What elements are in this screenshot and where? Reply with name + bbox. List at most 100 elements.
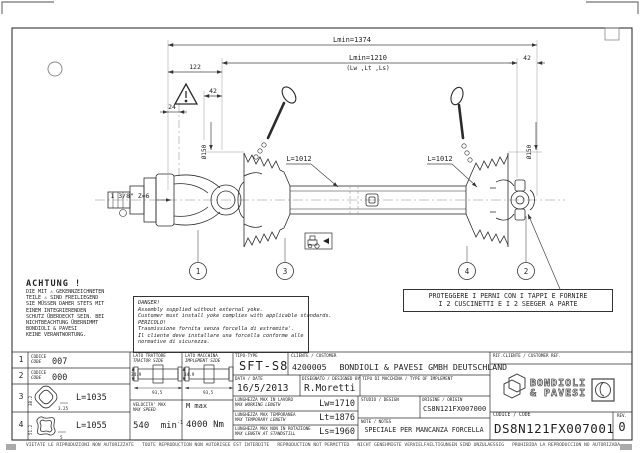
part-row-2-value: 000	[52, 373, 68, 383]
code-label: CODE	[31, 374, 42, 380]
length-standstill-label: LUNGHEZZA MAX NON IN ROTAZIONE MAX LENGT…	[235, 426, 311, 436]
safety-note-line: Trasmissione fornita senza forcella di e…	[138, 326, 295, 332]
code-label: CODICE / CODE	[493, 413, 531, 418]
right-guard-chain	[450, 86, 473, 163]
implement-cross-dim-v: 34.9	[184, 372, 195, 378]
achtung-line: DIE MIT ⚠ GEKENNZEICHNETEN	[26, 289, 105, 295]
torque-label: M max	[186, 402, 208, 410]
dim-122: 122	[189, 63, 201, 71]
tractor-side-label: LATO TRATTORE TRACTOR SIDE	[133, 353, 166, 363]
studio-label: STUDIO / DESIGN	[361, 397, 399, 402]
achtung-line: SCHUTZ ÜBERDECKT SEIN. BEI	[26, 313, 105, 320]
tractor-cross-dim-h: 93,5	[152, 390, 163, 396]
warning-triangle-icon	[173, 82, 199, 105]
part-profile-dims: 38.2 3.25 51.2 5	[28, 395, 69, 440]
part-row-4-num: 4	[18, 420, 24, 429]
part-row-1-value: 007	[52, 357, 68, 367]
achtung-line: NICHTBEACHTUNG ÜBERNIMMT	[26, 320, 99, 327]
dim-lmin-closed: Lmin=1210	[349, 54, 387, 62]
protect-note-line1: PROTEGGERE I PERNI CON I TAPPI E FORNIRE	[428, 292, 588, 300]
date-value: 16/5/2013	[237, 383, 289, 394]
brand-logo-line2: & PAVESI	[530, 388, 587, 399]
achtung-block: ACHTUNG ! DIE MIT ⚠ GEKENNZEICHNETEN TEI…	[26, 279, 134, 339]
length-working-label: LUNGHEZZA MAX IN LAVORO MAX WORKING LENG…	[235, 397, 293, 407]
length-working-label-it: LUNGHEZZA MAX IN LAVORO	[235, 397, 293, 402]
dim-42-right: 42	[523, 54, 531, 62]
part-row-2-label: CODICE CODE	[31, 370, 47, 380]
origin-value: CS8N121FX007000	[423, 405, 487, 413]
origin-label: ORIGINE / ORIGIN	[422, 397, 463, 402]
drawing-labels: Lmin=1374 Lmin=1210 (Lw ,Lt ,Ls) 122 42 …	[110, 36, 533, 276]
length-working-value: Lw=1710	[319, 399, 355, 409]
designed-by-label: DISEGNATO / DESIGNED BY	[302, 376, 360, 381]
dim-lmin-total: Lmin=1374	[333, 36, 371, 44]
footer-notice-es: PROHIBIDA LA REPRODUCCION NO AUTORIZADA	[512, 443, 620, 448]
rev-label: REV.	[616, 413, 628, 418]
spline-label: 1 3/8" Z=6	[110, 192, 149, 200]
implement-cross-dim-h: 93,5	[203, 390, 214, 396]
type-label: TIPO-TYPE	[235, 353, 258, 358]
dim-lmin-sub: (Lw ,Lt ,Ls)	[346, 65, 389, 72]
max-speed-label-it: VELOCITA' MAX	[133, 402, 166, 407]
tractor-icon	[304, 232, 333, 250]
codice-label: CODICE	[31, 354, 47, 359]
achtung-line: EINEM INTEGRIERENDEN	[26, 307, 87, 314]
safety-note-line: PERICOLO!	[138, 319, 167, 326]
achtung-line: BONDIOLI & PAVESI	[26, 326, 78, 333]
dim-42-left: 42	[209, 87, 217, 95]
safety-note-box: DANGER! Assembly supplied without extern…	[133, 296, 332, 353]
tractor-side-label-it: LATO TRATTORE	[133, 353, 166, 358]
date-label: DATA / DATE	[235, 376, 263, 381]
shaft-drawing	[95, 82, 565, 250]
safety-note-line: Il cliente deve installare una forcella …	[138, 332, 304, 339]
part-row-2-num: 2	[18, 371, 24, 380]
safety-note-line: DANGER!	[138, 300, 160, 306]
brand-logo-text: BONDIOLI & PAVESI	[530, 378, 587, 399]
length-temporary-label-it: LUNGHEZZA MAX TEMPORANEA	[235, 412, 296, 417]
length-temporary-label: LUNGHEZZA MAX TEMPORANEA MAX TEMPORARY L…	[235, 412, 296, 422]
customer-label: CLIENTE / CUSTOMER	[291, 353, 337, 358]
designed-by-value: R.Moretti	[304, 383, 356, 394]
balloon-callouts	[189, 216, 535, 280]
safety-note-line: Assembly supplied without external yoke.	[138, 306, 263, 313]
left-guard-chain	[253, 86, 297, 160]
max-speed-exponent: -1	[176, 420, 183, 426]
customer-code: 4200005	[292, 362, 327, 372]
safety-note-line: normative di sicurezza.	[138, 339, 210, 345]
length-temporary-label-en: MAX TEMPORARY LENGTH	[235, 416, 286, 422]
length-standstill-value: Ls=1960	[319, 427, 355, 437]
tube-label-right: L=1012	[427, 155, 452, 163]
brand-logo-mark	[503, 373, 615, 402]
notes-label: NOTE / NOTES	[361, 419, 392, 424]
brand-logo-line1: BONDIOLI	[530, 378, 587, 389]
dia-150-right: Ø150	[526, 144, 533, 159]
balloon-3: 3	[283, 267, 288, 276]
customer-name: BONDIOLI & PAVESI GMBH DEUTSCHLAND	[339, 362, 508, 372]
implement-side-label: LATO MACCHINA IMPLEMENT SIDE	[185, 353, 220, 363]
achtung-line: SIE MÜSSEN DAHER STETS MIT	[26, 301, 105, 308]
length-standstill-label-en: MAX LENGTH AT STANDSTILL	[235, 430, 296, 436]
max-speed-label-en: MAX SPEED	[133, 406, 156, 412]
footer-notice-it: VIETATE LE RIPRODUZIONI NON AUTORIZZATE	[26, 443, 134, 448]
part-row-3-num: 3	[18, 392, 24, 401]
part-row-1-label: CODICE CODE	[31, 354, 47, 364]
extension-lines	[167, 40, 542, 196]
tractor-cross-dim-v: 34.9	[131, 372, 142, 378]
part-row-3-value: L=1035	[76, 393, 107, 403]
max-speed-number: 540	[133, 421, 150, 431]
protect-pins-note: PROTEGGERE I PERNI CON I TAPPI E FORNIRE…	[403, 289, 613, 312]
dimension-lines	[157, 43, 561, 290]
notes-value: SPECIALE PER MANCANZA FORCELLA	[364, 426, 484, 434]
part3-dim-h: 3.25	[58, 406, 69, 411]
codice-label: CODICE	[31, 370, 47, 375]
customer-ref-label: RIF.CLIENTE / CUSTOMER REF.	[493, 353, 562, 358]
dim-24: 24	[168, 103, 176, 111]
part4-dim-v: 51.2	[28, 424, 33, 435]
tube-label-left: L=1012	[286, 155, 311, 163]
cross-journal-sketches	[131, 364, 234, 390]
safety-note-line: Customer must install yoke complies with…	[138, 313, 332, 319]
balloon-1: 1	[196, 267, 201, 276]
